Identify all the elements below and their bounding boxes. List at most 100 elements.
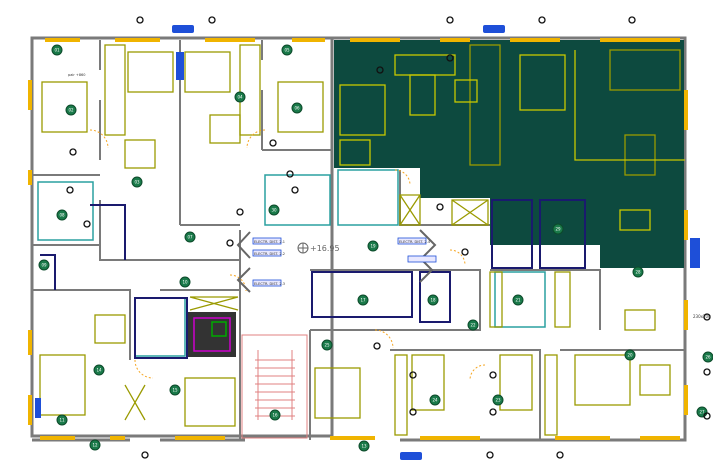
room-marker-label: 11 [59, 418, 65, 423]
room-marker-label: 13 [361, 444, 367, 449]
room-marker [38, 259, 50, 271]
room-marker-label: 15 [172, 388, 178, 393]
room-marker-label: 16 [272, 413, 278, 418]
fixture-pin [446, 54, 454, 62]
fixture-pin [236, 208, 244, 216]
room-marker [552, 223, 564, 235]
kitchen-outlines [40, 199, 586, 359]
room-marker [56, 414, 68, 426]
room-marker [179, 276, 191, 288]
room-marker [234, 91, 246, 103]
staircase [241, 334, 308, 439]
room-marker-label: 25 [324, 343, 330, 348]
room-marker-label: 30 [271, 208, 277, 213]
fixture-pin [489, 371, 497, 379]
room-marker [357, 294, 369, 306]
duct-note-2: ELECTR. DIST. 2.2 [254, 252, 285, 256]
elevator [188, 312, 236, 357]
dark-unit-region [334, 40, 684, 268]
room-marker-label: 06 [294, 106, 300, 111]
room-marker [367, 240, 379, 252]
room-marker-label: 17 [360, 298, 366, 303]
fixture-pin [269, 139, 277, 147]
room-marker [93, 364, 105, 376]
fixture-pin [409, 408, 417, 416]
fixture-pin [66, 186, 74, 194]
fixture-pins [66, 16, 711, 459]
room-marker [56, 209, 68, 221]
fixture-pin [486, 451, 494, 459]
fixture-pin [461, 248, 469, 256]
room-marker-label: 10 [182, 280, 188, 285]
room-marker [427, 294, 439, 306]
room-marker-label: 27 [699, 410, 705, 415]
room-marker-label: 01 [54, 48, 60, 53]
room-marker-label: 04 [237, 95, 243, 100]
room-marker [89, 439, 101, 451]
fixture-pin [376, 66, 384, 74]
elevation-marker [297, 242, 309, 254]
fixture-pin [556, 451, 564, 459]
room-marker [269, 409, 281, 421]
room-marker-label: 12 [92, 443, 98, 448]
door-swings [89, 129, 486, 381]
room-marker-label: 09 [41, 263, 47, 268]
fixture-pin [83, 220, 91, 228]
bathrooms [37, 169, 546, 357]
room-marker [512, 294, 524, 306]
room-marker [358, 440, 370, 452]
room-marker-label: 07 [187, 235, 193, 240]
fixture-pin [409, 371, 417, 379]
duct-note-1: ELECTR. DIST. 2.1 [254, 240, 285, 244]
room-marker-label: 05 [284, 48, 290, 53]
room-marker [51, 44, 63, 56]
room-marker [281, 44, 293, 56]
room-marker [268, 204, 280, 216]
windows [28, 38, 688, 440]
fixture-pin [436, 203, 444, 211]
fixture-pin [291, 186, 299, 194]
room-marker [184, 231, 196, 243]
room-marker [467, 319, 479, 331]
fixture-pin [141, 451, 149, 459]
room-marker [65, 104, 77, 116]
room-marker-label: 22 [470, 323, 476, 328]
dark-unit-furniture [339, 50, 685, 231]
duct-note-3: ELECTR. DIST. 2.3 [254, 282, 285, 286]
room-marker-label: 29 [555, 227, 561, 232]
fixture-pin [628, 16, 636, 24]
room-marker [291, 102, 303, 114]
room-marker [131, 176, 143, 188]
duct-notes [252, 237, 437, 287]
room-marker-label: 03 [134, 180, 140, 185]
room-marker-label: 18 [430, 298, 436, 303]
fixture-pin [226, 239, 234, 247]
fixture-pin [446, 16, 454, 24]
room-marker-label: 20 [627, 353, 633, 358]
fixture-pin [489, 408, 497, 416]
room-marker [624, 349, 636, 361]
fixture-pin [208, 16, 216, 24]
room-marker-label: 24 [432, 398, 438, 403]
room-marker-label: 28 [635, 270, 641, 275]
fixture-pin [703, 368, 711, 376]
room-marker [321, 339, 333, 351]
room-marker [702, 351, 713, 363]
furniture [39, 44, 681, 436]
room-marker [492, 394, 504, 406]
room-marker [632, 266, 644, 278]
room-marker-label: 19 [370, 244, 376, 249]
fixture-pin [703, 313, 711, 321]
fixture-pin [69, 148, 77, 156]
fixture-pin [703, 412, 711, 420]
room-marker-label: 26 [705, 355, 711, 360]
side-tag: 230x200 [693, 314, 711, 319]
elevation-label: +16.95 [310, 244, 340, 253]
duct-note-4: ELECTR. DIST. 2.4 [399, 240, 431, 244]
pair-note: pair +860 [68, 73, 86, 77]
room-marker-label: 23 [495, 398, 501, 403]
fixture-pin [136, 16, 144, 24]
room-marker-label: 21 [515, 298, 521, 303]
